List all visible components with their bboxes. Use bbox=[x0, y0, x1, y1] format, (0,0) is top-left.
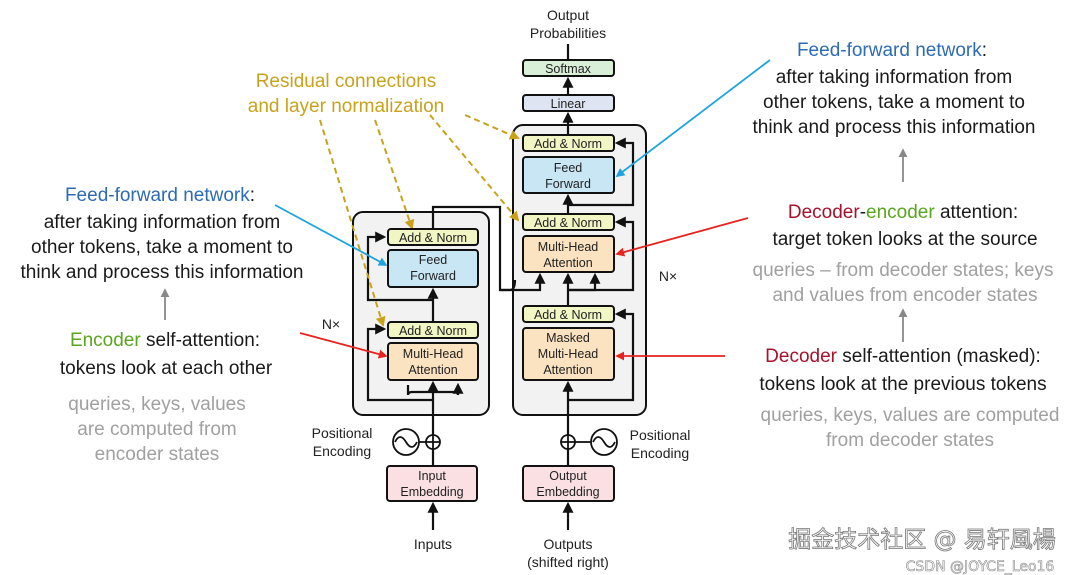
ff-label: Feed bbox=[554, 161, 583, 175]
dec-sine-icon bbox=[590, 428, 618, 456]
residual-arrows bbox=[319, 114, 520, 327]
ff-body-left: after taking information from bbox=[44, 212, 281, 233]
input-emb-label: Embedding bbox=[400, 485, 463, 499]
enc-plus-icon bbox=[425, 434, 441, 450]
softmax-block bbox=[522, 59, 615, 77]
t: Decoder bbox=[765, 346, 837, 367]
ff-body-right: after taking information from bbox=[776, 67, 1013, 88]
dec-add-norm-3 bbox=[522, 134, 615, 152]
dec-self-body: tokens look at the previous tokens bbox=[759, 374, 1046, 395]
ff-title-text: Feed-forward network bbox=[65, 185, 250, 206]
ff-title-left: Feed-forward network: bbox=[65, 185, 255, 206]
watermark-main: 掘金技术社区 @ 易轩風楊 bbox=[788, 527, 1056, 553]
dec-enc-note: and values from encoder states bbox=[772, 285, 1037, 306]
output-embedding bbox=[522, 465, 615, 502]
masked-mha-label: Attention bbox=[543, 363, 592, 377]
t: Decoder bbox=[788, 202, 860, 223]
mha-label: Multi-Head bbox=[538, 240, 598, 254]
enc-pos-label: Encoding bbox=[313, 443, 371, 459]
enc-self-attention bbox=[387, 342, 479, 381]
enc-sine-icon bbox=[392, 428, 420, 456]
dec-self-title: Decoder self-attention (masked): bbox=[765, 346, 1041, 367]
ff-body-right: think and process this information bbox=[752, 117, 1035, 138]
enc-add-norm-2 bbox=[387, 228, 479, 246]
masked-mha-label: Multi-Head bbox=[538, 347, 598, 361]
enc-self-body: tokens look at each other bbox=[60, 358, 273, 379]
ff-title-text: Feed-forward network bbox=[797, 40, 982, 61]
enc-self-title: Encoder self-attention: bbox=[70, 330, 260, 351]
t: - bbox=[860, 202, 866, 223]
dec-add-norm-2 bbox=[522, 213, 615, 231]
output-prob-label-2: Probabilities bbox=[530, 25, 606, 41]
dec-enc-note: queries – from decoder states; keys bbox=[753, 260, 1054, 281]
dec-feed-forward bbox=[522, 156, 615, 194]
mha-label: Multi-Head bbox=[403, 347, 463, 361]
dec-enc-title: Decoder-encoder attention: bbox=[788, 202, 1018, 223]
dec-masked-attention bbox=[522, 327, 615, 381]
residual-label-2: and layer normalization bbox=[248, 96, 444, 117]
add-norm-label: Add & Norm bbox=[534, 308, 602, 322]
softmax-label: Softmax bbox=[545, 62, 592, 76]
output-emb-label: Output bbox=[549, 469, 587, 483]
ff-body-left: think and process this information bbox=[20, 262, 303, 283]
t: self-attention: bbox=[141, 330, 260, 351]
residual-label: Residual connections bbox=[256, 71, 437, 92]
ff-label: Forward bbox=[545, 177, 591, 191]
enc-self-note: are computed from bbox=[77, 419, 236, 440]
ff-title-right: Feed-forward network: bbox=[797, 40, 987, 61]
add-norm-label: Add & Norm bbox=[534, 137, 602, 151]
t: encoder bbox=[866, 202, 935, 223]
dec-pos-label: Encoding bbox=[631, 445, 689, 461]
ff-arrow-left bbox=[274, 204, 388, 266]
dec-nx-label: N× bbox=[659, 268, 677, 284]
dec-self-note: from decoder states bbox=[826, 430, 994, 451]
input-embedding bbox=[386, 465, 478, 502]
linear-block bbox=[522, 94, 615, 112]
ff-arrow-right bbox=[615, 59, 771, 178]
enc-self-note: queries, keys, values bbox=[68, 394, 245, 415]
output-prob-label: Output bbox=[547, 7, 589, 23]
mha-label: Attention bbox=[543, 256, 592, 270]
ff-body-left: other tokens, take a moment to bbox=[31, 237, 293, 258]
t: self-attention (masked): bbox=[837, 346, 1041, 367]
enc-attn-arrow bbox=[299, 332, 388, 359]
enc-feed-forward bbox=[387, 249, 479, 288]
enc-self-note: encoder states bbox=[95, 444, 220, 465]
dec-pos-label: Positional bbox=[630, 427, 691, 443]
add-norm-label: Add & Norm bbox=[399, 231, 467, 245]
enc-nx-label: N× bbox=[322, 316, 340, 332]
watermark-sub: CSDN @JOYCE_Leo16 bbox=[906, 559, 1055, 575]
ff-label: Feed bbox=[419, 253, 448, 267]
dec-add-norm-1 bbox=[522, 305, 615, 323]
flow-lines bbox=[366, 44, 635, 530]
colon: : bbox=[250, 185, 255, 206]
dec-plus-icon bbox=[560, 434, 576, 450]
outputs-label-2: (shifted right) bbox=[527, 554, 609, 570]
outputs-label: Outputs bbox=[543, 536, 592, 552]
dec-cross-attention bbox=[522, 235, 615, 273]
add-norm-label: Add & Norm bbox=[534, 216, 602, 230]
inputs-label: Inputs bbox=[414, 536, 452, 552]
enc-add-norm-1 bbox=[387, 321, 479, 339]
mha-label: Attention bbox=[408, 363, 457, 377]
dec-self-note: queries, keys, values are computed bbox=[761, 405, 1060, 426]
enc-pos-label: Positional bbox=[312, 425, 373, 441]
dec-enc-body: target token looks at the source bbox=[772, 229, 1037, 250]
colon: : bbox=[982, 40, 987, 61]
add-norm-label: Add & Norm bbox=[399, 324, 467, 338]
dec-enc-arrow bbox=[615, 217, 749, 257]
output-emb-label: Embedding bbox=[536, 485, 599, 499]
ff-body-right: other tokens, take a moment to bbox=[763, 92, 1025, 113]
linear-label: Linear bbox=[551, 97, 586, 111]
input-emb-label: Input bbox=[418, 469, 446, 483]
t: attention: bbox=[935, 202, 1018, 223]
ff-label: Forward bbox=[410, 269, 456, 283]
t: Encoder bbox=[70, 330, 141, 351]
masked-mha-label: Masked bbox=[546, 331, 590, 345]
